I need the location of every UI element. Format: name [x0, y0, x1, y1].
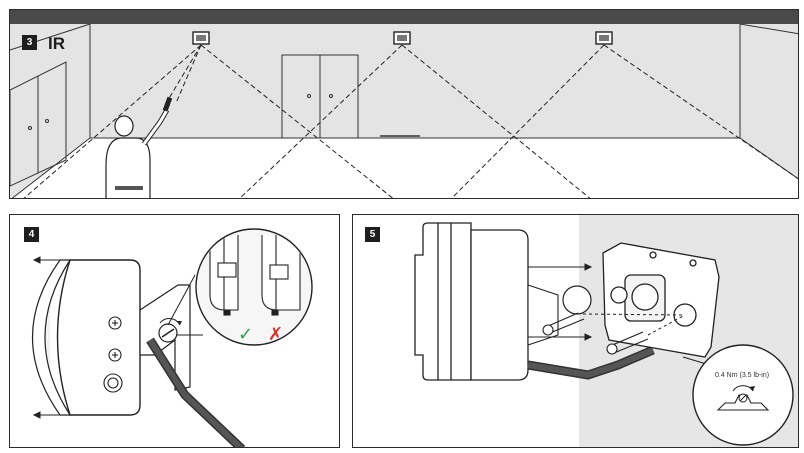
detector-body	[56, 259, 141, 416]
mode-label: IR	[48, 34, 65, 53]
motion-detector-icon	[595, 31, 613, 45]
detection-zones	[23, 44, 798, 198]
panel-step-3: 3 IR	[9, 9, 799, 199]
person-with-remote-icon	[105, 108, 170, 198]
adjust-buttons	[103, 316, 123, 393]
step-number: 4	[24, 227, 39, 242]
screw-icon	[542, 312, 585, 336]
mounting-arrows	[528, 263, 593, 341]
room-illustration	[10, 10, 798, 198]
panel-step-4: ✓ ✗ 4	[9, 214, 340, 448]
zoom-detail	[195, 228, 313, 346]
step-number: 5	[365, 227, 380, 242]
step-number: 3	[22, 35, 37, 50]
back-door	[281, 54, 359, 139]
detector-side-view: ✓ ✗	[31, 228, 313, 447]
torque-label: 0.4 Nm (3.5 lb-in)	[715, 372, 769, 379]
ceiling-band	[10, 10, 798, 24]
correct-check-icon: ✓	[238, 324, 253, 345]
motion-detector-icon	[192, 31, 210, 45]
ball-joint	[562, 285, 592, 315]
floor	[12, 138, 798, 198]
ir-remote-icon	[162, 96, 173, 112]
screw-icon	[606, 331, 649, 355]
mounting-illustration: 0.4 Nm (3.5 lb-in)	[414, 215, 798, 447]
mounting-bracket	[527, 284, 559, 346]
torque-detail	[692, 344, 794, 446]
incorrect-cross-icon: ✗	[268, 324, 283, 345]
panel-step-5: 0.4 Nm (3.5 lb-in) 5	[352, 214, 799, 448]
detector-body	[414, 222, 529, 381]
left-door	[10, 61, 67, 187]
motion-detector-icon	[393, 31, 411, 45]
wall-plate	[602, 242, 720, 358]
